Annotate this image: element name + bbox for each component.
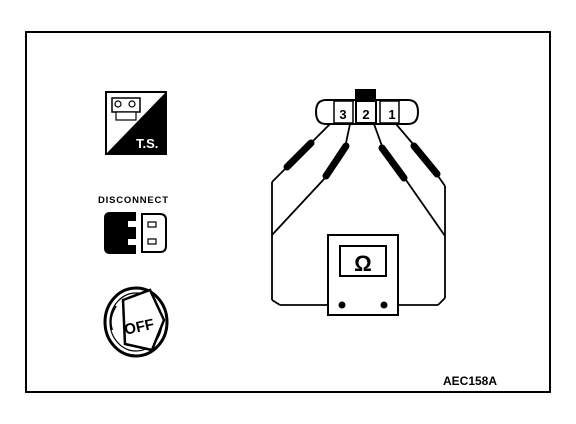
figure-code: AEC158A bbox=[443, 374, 497, 388]
connector-lock-tab bbox=[355, 89, 376, 99]
figure-frame bbox=[25, 31, 551, 393]
disconnect-icon: DISCONNECT bbox=[98, 195, 169, 254]
ohmmeter-terminal-right bbox=[380, 301, 388, 309]
ohm-symbol: Ω bbox=[354, 251, 372, 276]
terminal-3-label: 3 bbox=[339, 107, 346, 122]
terminal-2-label: 2 bbox=[362, 107, 369, 122]
disconnect-label: DISCONNECT bbox=[98, 195, 169, 206]
connector-cavity-1 bbox=[379, 100, 400, 124]
ts-icon: T.S. bbox=[105, 91, 167, 155]
ts-label: T.S. bbox=[136, 136, 158, 151]
ohmmeter-display bbox=[339, 245, 387, 277]
probe-bodies bbox=[283, 139, 441, 182]
probe-right-inner bbox=[378, 144, 408, 182]
off-label: OFF bbox=[123, 316, 156, 339]
ohmmeter-terminal-left bbox=[338, 301, 346, 309]
ignition-off-icon: OFF bbox=[103, 286, 169, 358]
connector-cavity-2 bbox=[355, 100, 377, 124]
probe-left-outer bbox=[283, 139, 315, 171]
probe-right-outer bbox=[410, 142, 441, 178]
probe-left-inner bbox=[322, 142, 350, 180]
ohmmeter: Ω bbox=[327, 234, 399, 316]
connector-cavity-3 bbox=[333, 100, 354, 124]
connector: 3 2 1 bbox=[314, 89, 420, 125]
terminal-1-label: 1 bbox=[388, 107, 395, 122]
probe-leads bbox=[271, 123, 446, 306]
